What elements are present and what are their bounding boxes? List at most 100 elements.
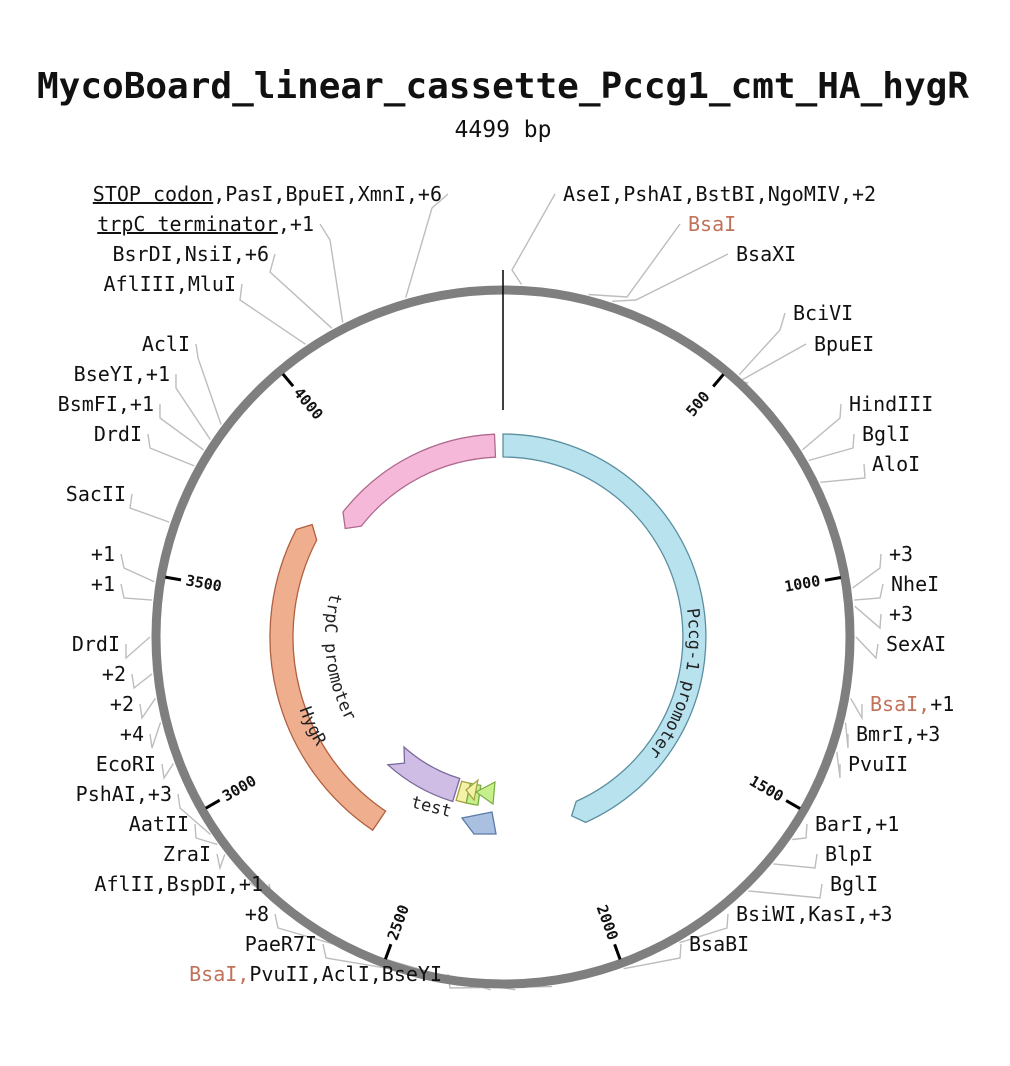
cut-site-name: NheI	[891, 572, 939, 596]
feature-label: trpC promoter	[320, 591, 360, 724]
cut-site-label: BsaXI	[736, 242, 796, 266]
cut-site-label: AloI	[872, 452, 920, 476]
feature-pccg-1-promoter	[502, 433, 707, 824]
cut-site-label: +1	[91, 542, 115, 566]
cut-site-name: AflIII,MluI	[104, 272, 236, 296]
cut-site-label: +3	[889, 602, 913, 626]
leader-line	[149, 722, 162, 749]
cut-site-label: SexAI	[886, 632, 946, 656]
cut-site-label: BglI	[862, 422, 910, 446]
feature-pink-feature	[342, 433, 497, 530]
cut-site-name: +4	[120, 722, 144, 746]
tick-label: 3000	[219, 772, 259, 806]
cut-site-label: AclI	[142, 332, 190, 356]
cut-site-label: BpuEI	[814, 332, 874, 356]
leader-line	[274, 913, 491, 991]
feature-blue	[460, 811, 497, 835]
cut-site-label: +4	[120, 722, 144, 746]
cut-site-name: BsaBI	[689, 932, 749, 956]
leader-line	[129, 493, 170, 523]
cut-site-name: BarI,+1	[815, 812, 899, 836]
cut-site-name: HindIII	[849, 392, 933, 416]
tick-mark	[205, 798, 221, 810]
tick-label: 1000	[783, 572, 822, 596]
tick-label: 4000	[290, 384, 327, 423]
feature-hygr	[269, 523, 387, 832]
cut-site-name: AflII,BspDI,+1	[94, 872, 263, 896]
cut-site-label: AflII,BspDI,+1	[94, 872, 263, 896]
tick-mark	[165, 575, 182, 582]
cut-site-label: BsaBI	[689, 932, 749, 956]
cut-site-name: ,+1	[278, 212, 314, 236]
cut-site-label: PaeR7I	[245, 932, 317, 956]
leader-line	[125, 636, 151, 660]
cut-site-name: BsaI,	[870, 692, 930, 716]
cut-site-label: SacII	[66, 482, 126, 506]
leader-line	[612, 253, 729, 302]
cut-site-name: BmrI,+3	[856, 722, 940, 746]
cut-site-label: DrdI	[94, 422, 142, 446]
cut-site-name: PvuII	[848, 752, 908, 776]
cut-site-name: ,PasI,BpuEI,XmnI,+6	[213, 182, 442, 206]
cut-site-name: BglI	[830, 872, 878, 896]
leader-line	[139, 697, 156, 720]
cut-site-name: +2	[110, 692, 134, 716]
leader-line	[679, 913, 729, 944]
leader-line	[854, 605, 882, 630]
leader-line	[405, 193, 449, 298]
leader-line	[269, 253, 333, 329]
leader-line	[855, 636, 879, 660]
leader-line	[177, 793, 211, 835]
leader-line	[194, 823, 218, 846]
tick-label: 500	[682, 388, 713, 420]
leader-line	[623, 943, 682, 970]
cut-site-name: BciVI	[793, 301, 853, 325]
cut-site-leaders	[120, 193, 884, 991]
cut-site-name: BpuEI	[814, 332, 874, 356]
tick-mark	[712, 373, 725, 388]
cut-site-label: +3	[889, 542, 913, 566]
leader-line	[161, 763, 174, 780]
leader-line	[849, 697, 863, 721]
cut-site-label: AatII	[129, 812, 189, 836]
cut-site-label: HindIII	[849, 392, 933, 416]
tick-mark	[824, 576, 842, 582]
cut-site-label: ZraI	[163, 842, 211, 866]
cut-site-name: +1	[91, 542, 115, 566]
leader-line	[120, 583, 152, 601]
cut-site-name: PvuII,AclI,BseYI	[249, 962, 442, 986]
leader-line	[852, 553, 882, 589]
cut-site-label: trpC terminator,+1	[97, 212, 314, 236]
cut-site-name: BsiWI,KasI,+3	[736, 902, 893, 926]
cut-site-name: SacII	[66, 482, 126, 506]
cut-site-label: BciVI	[793, 301, 853, 325]
cut-site-name: DrdI	[94, 422, 142, 446]
leader-line	[808, 433, 855, 462]
leader-line	[216, 853, 226, 871]
leader-line	[588, 223, 681, 298]
leader-line	[319, 223, 344, 323]
cut-site-label: BsaI,+1	[870, 692, 954, 716]
cut-site-name: PaeR7I	[245, 932, 317, 956]
cut-site-label: BsiWI,KasI,+3	[736, 902, 893, 926]
cut-site-name: +1	[91, 572, 115, 596]
cut-site-name: EcoRI	[96, 752, 156, 776]
cut-site-label: PvuII	[848, 752, 908, 776]
leader-line	[748, 883, 823, 899]
cut-site-label: EcoRI	[96, 752, 156, 776]
leader-line	[511, 193, 556, 285]
cut-site-name: BsrDI,NsiI,+6	[112, 242, 269, 266]
cut-site-label: DrdI	[72, 632, 120, 656]
cut-site-name: +8	[245, 902, 269, 926]
cut-site-label: BlpI	[825, 842, 873, 866]
cut-site-name: BglI	[862, 422, 910, 446]
leader-line	[159, 404, 205, 451]
leader-line	[175, 374, 211, 440]
cut-site-label: NheI	[891, 572, 939, 596]
cut-site-label: +2	[102, 662, 126, 686]
cut-site-name: AloI	[872, 452, 920, 476]
cut-site-name: PshAI,+3	[76, 782, 172, 806]
cut-site-label: BarI,+1	[815, 812, 899, 836]
